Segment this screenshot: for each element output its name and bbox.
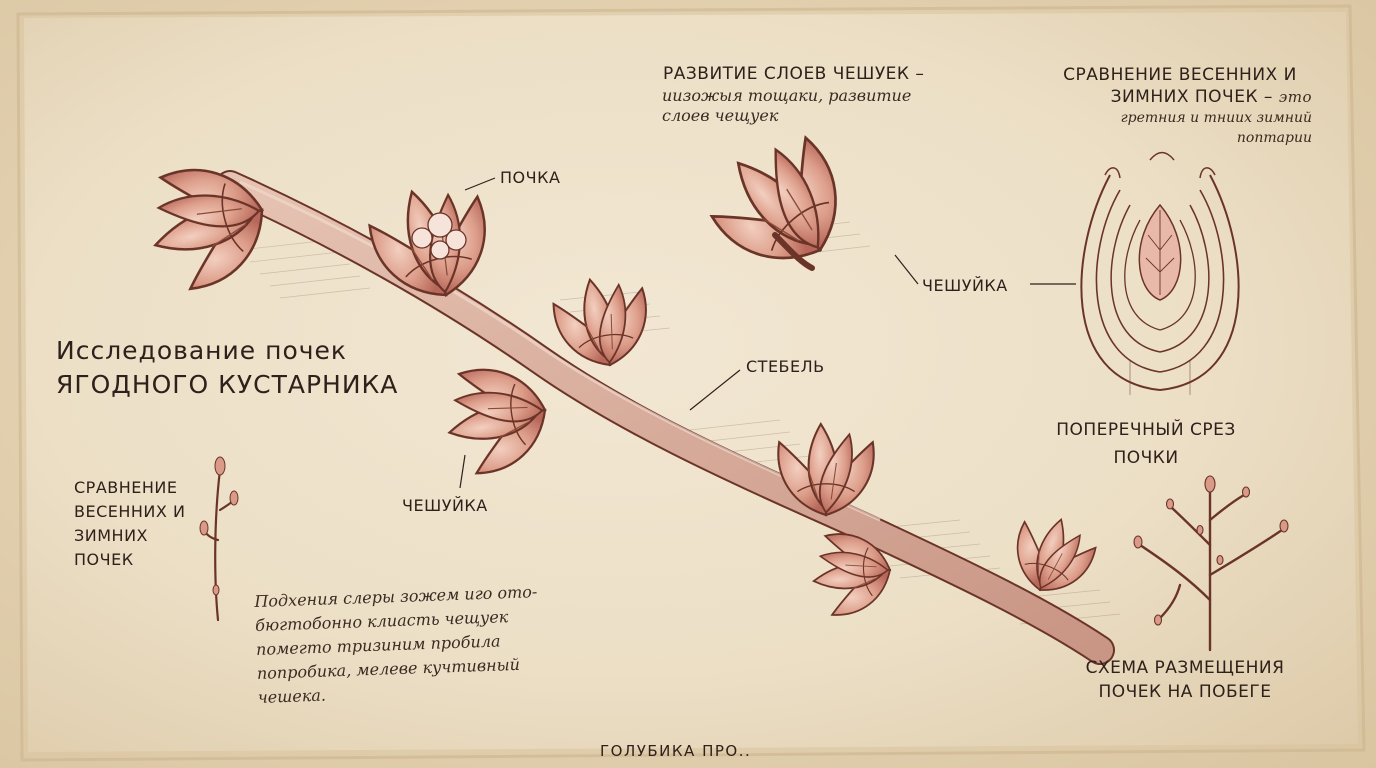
compare-left-label: СРАВНЕНИЕ ВЕСЕННИХ И ЗИМНИХ ПОЧЕК bbox=[74, 476, 185, 572]
compare-left-line2: ВЕСЕННИХ И bbox=[74, 502, 186, 521]
small-compare-twig bbox=[202, 468, 236, 622]
scale-detail-bud bbox=[694, 117, 870, 292]
leader-lines bbox=[459, 177, 1076, 489]
compare-left-line4: ПОЧЕК bbox=[74, 550, 134, 569]
stem-label: СТЕБЕЛЬ bbox=[746, 357, 825, 376]
compare-top-note: гретния и тниих зимний поптарии bbox=[1040, 108, 1312, 148]
scale-label: ЧЕШУЙКА bbox=[402, 496, 488, 515]
open-bud-center bbox=[411, 212, 467, 260]
compare-top-line2: поптарии bbox=[1236, 130, 1312, 146]
bud-cross-section bbox=[1080, 151, 1240, 395]
placement-label: СХЕМА РАЗМЕЩЕНИЯ ПОЧЕК НА ПОБЕГЕ bbox=[1070, 656, 1300, 704]
compare-top-inline: это bbox=[1278, 88, 1312, 106]
twig-schema-buds bbox=[1133, 475, 1289, 626]
twig-schema bbox=[1138, 488, 1284, 652]
placement-line2: ПОЧЕК НА ПОБЕГЕ bbox=[1098, 682, 1272, 702]
handwritten-note: Подхения слеры зожем иго ото- бюгтобонно… bbox=[254, 580, 541, 710]
compare-top-heading1: СРАВНЕНИЕ ВЕСЕННИХ И bbox=[1063, 65, 1297, 85]
compare-top-heading2: ЗИМНИХ ПОЧЕК – это bbox=[1044, 86, 1316, 108]
cross-section-line1: ПОПЕРЕЧНЫЙ СРЕЗ bbox=[1056, 420, 1236, 440]
scale-layers-line1: иизожыя тощаки, развитие bbox=[662, 86, 912, 105]
scale-layers-line2: слоев чещуек bbox=[662, 106, 779, 125]
cross-section-line2: ПОЧКИ bbox=[1113, 448, 1179, 468]
page-title-line2: ягодного кустарника bbox=[56, 370, 399, 399]
scale-layers-note: иизожыя тощаки, развитие слоев чещуек bbox=[662, 86, 911, 126]
side-bud-lower bbox=[438, 358, 556, 479]
compare-left-line1: СРАВНЕНИЕ bbox=[74, 478, 178, 497]
footer-caption: ГОЛУБИКА ПРО.. bbox=[600, 742, 752, 760]
cross-section-label: ПОПЕРЕЧНЫЙ СРЕЗ ПОЧКИ bbox=[1040, 416, 1252, 472]
compare-top-heading: СРАВНЕНИЕ ВЕСЕННИХ И ЗИМНИХ ПОЧЕК – это bbox=[1044, 64, 1316, 108]
bud-label: ПОЧКА bbox=[500, 168, 561, 187]
scale-layers-heading: РАЗВИТИЕ СЛОЕВ ЧЕШУЕК – bbox=[663, 64, 925, 84]
small-compare-twig-buds bbox=[199, 456, 239, 596]
compare-left-line3: ЗИМНИХ bbox=[74, 526, 148, 545]
compare-top-line1: гретния и тниих зимний bbox=[1120, 110, 1312, 126]
side-bud-upper bbox=[548, 269, 657, 374]
main-branch bbox=[215, 170, 1115, 665]
placement-line1: СХЕМА РАЗМЕЩЕНИЯ bbox=[1085, 658, 1285, 678]
compare-top-heading2-caps: ЗИМНИХ ПОЧЕК – bbox=[1110, 87, 1273, 107]
page-title: Исследование почек ягодного кустарника bbox=[56, 334, 398, 402]
page-title-line1: Исследование почек bbox=[56, 336, 347, 365]
scale-detail-label: ЧЕШУЙКА bbox=[922, 276, 1008, 295]
terminal-bud bbox=[137, 152, 279, 297]
open-bud bbox=[361, 174, 503, 311]
